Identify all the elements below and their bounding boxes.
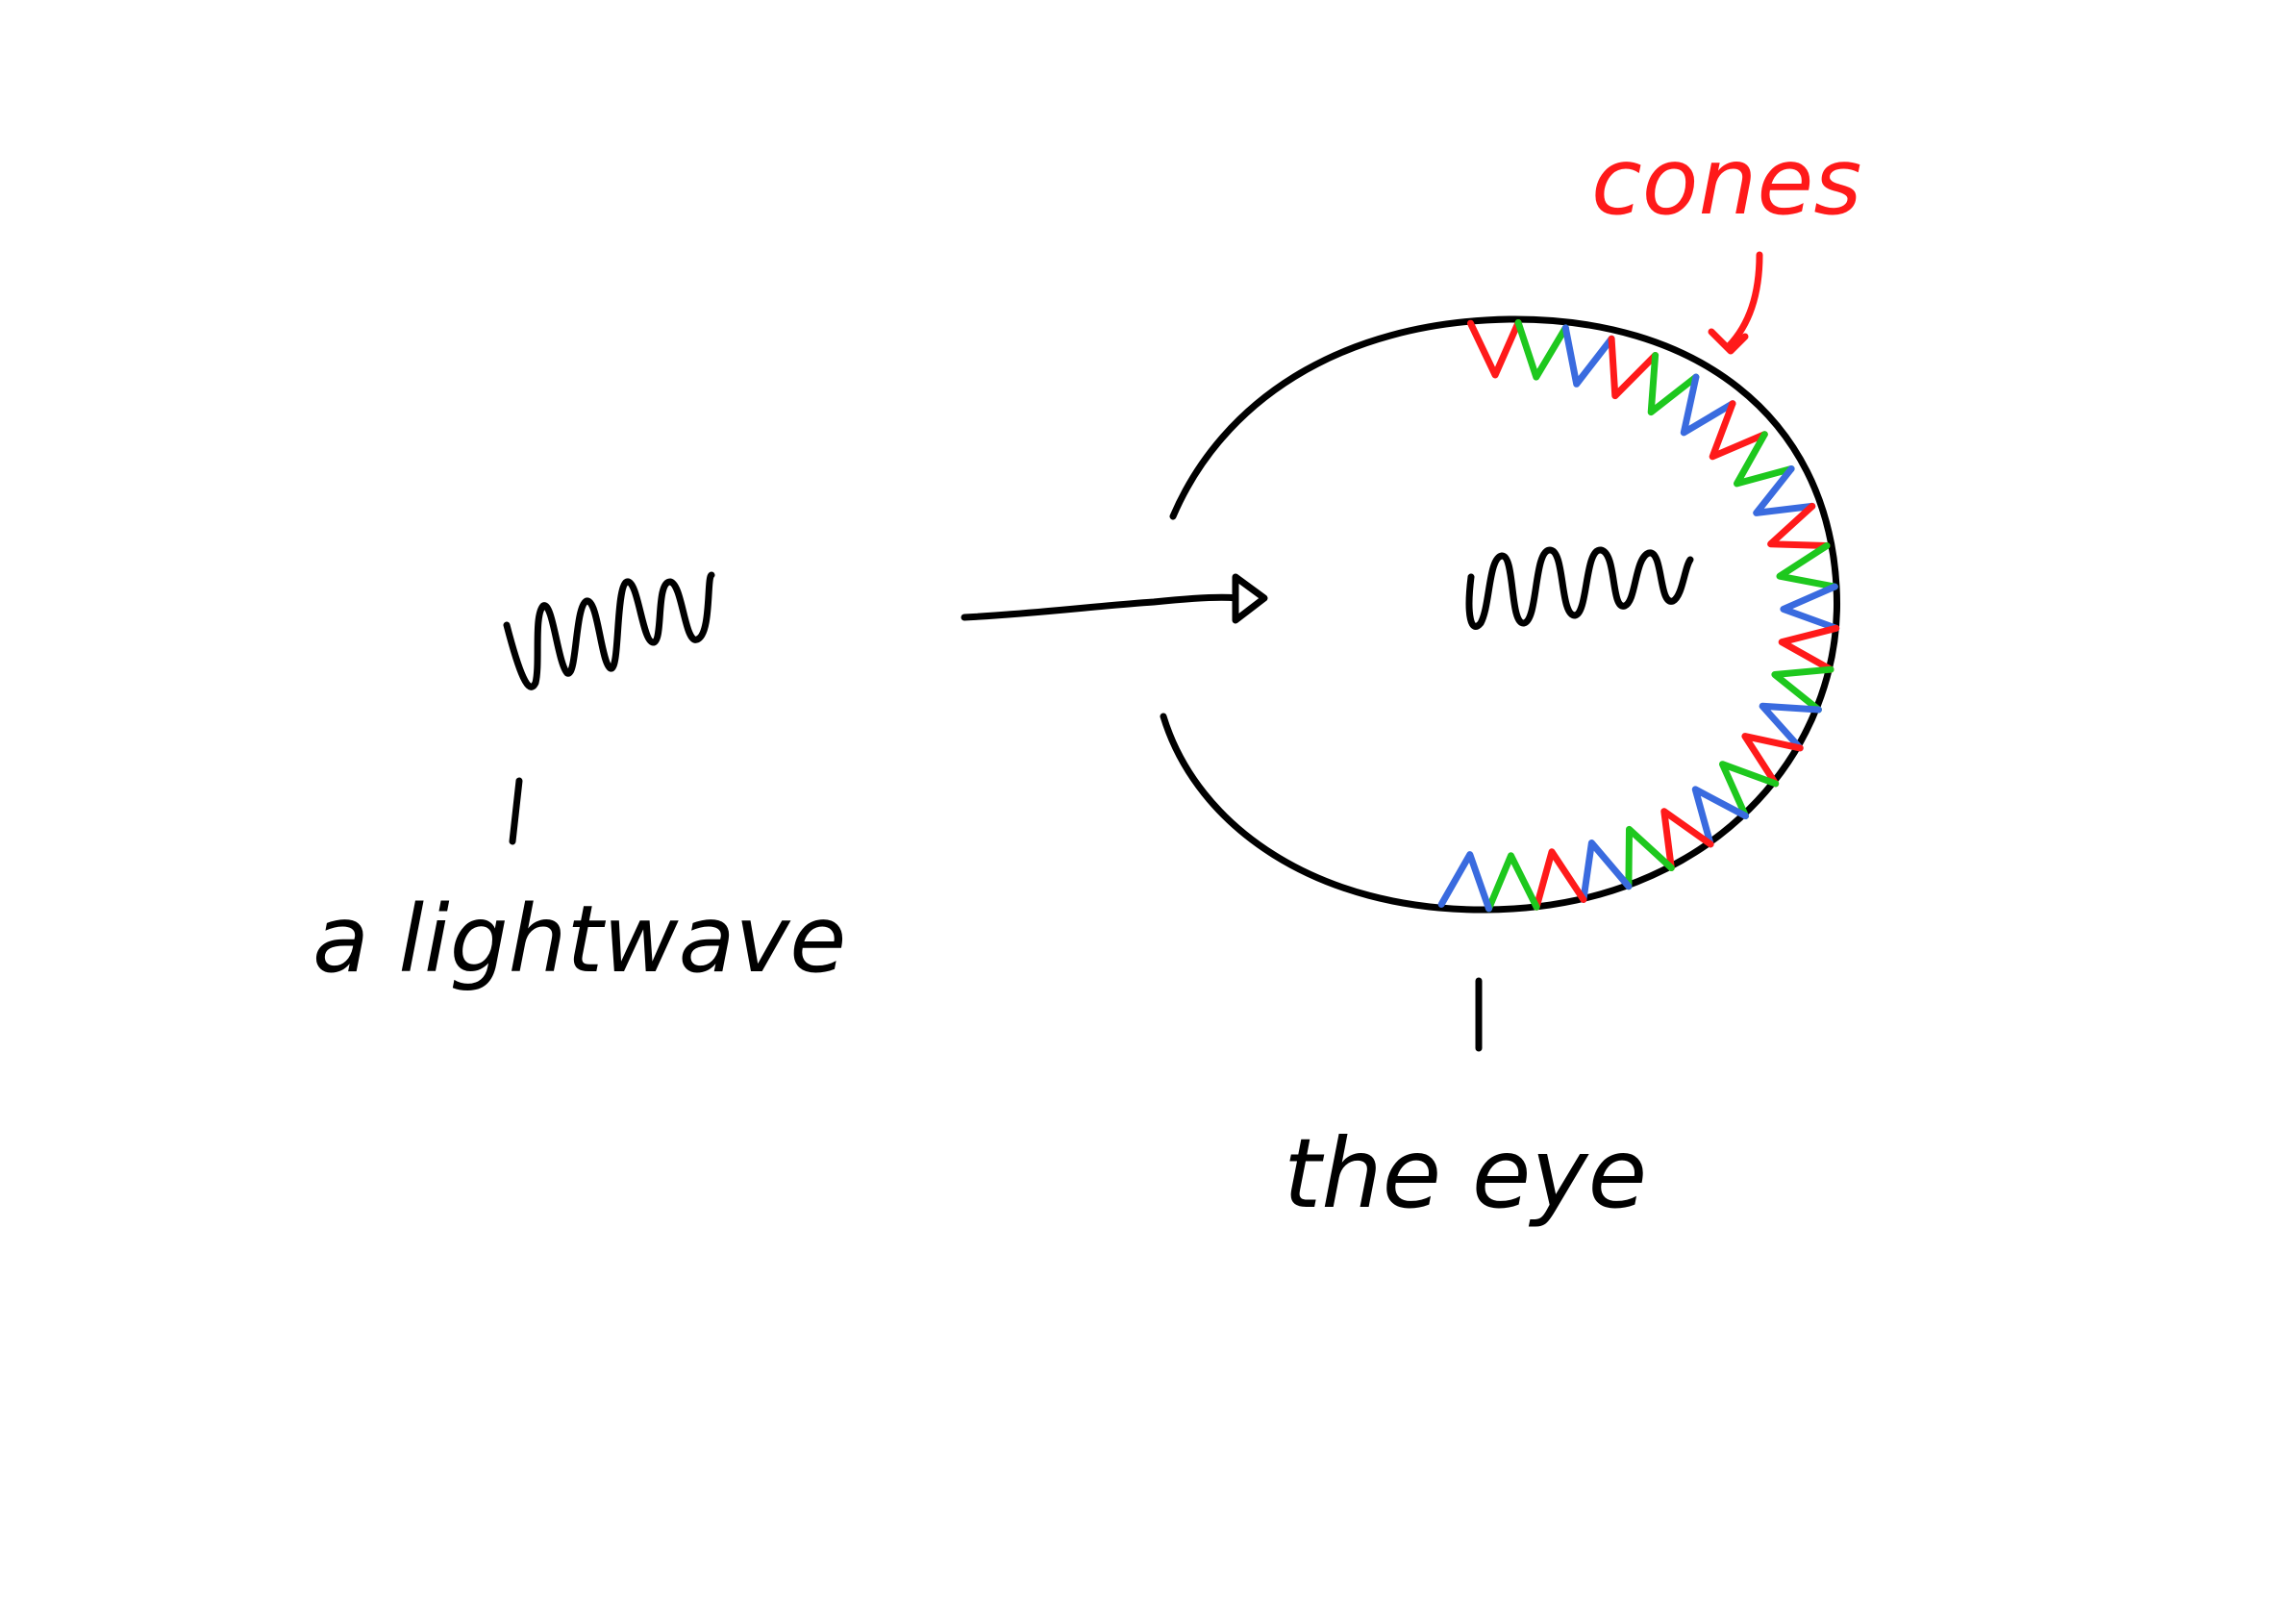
lightwave-label: a lightwave — [312, 886, 846, 993]
cone-green — [1734, 431, 1795, 488]
cone-red — [1778, 624, 1840, 673]
cone-red — [1709, 400, 1768, 461]
inner-lightwave-squiggle — [1465, 546, 1694, 630]
lightwave-squiggle — [503, 571, 715, 690]
cone-green — [1485, 852, 1540, 913]
cone-green — [1776, 542, 1838, 590]
cone-blue — [1780, 583, 1840, 632]
eye-outline — [1160, 315, 1840, 914]
cone-blue — [1753, 465, 1816, 516]
lightwave-leader-line — [509, 777, 523, 845]
cone-red — [1767, 502, 1831, 549]
light-arrow-head — [1232, 573, 1268, 624]
cone-blue — [1691, 786, 1749, 848]
cone-green — [1625, 825, 1675, 890]
cone-green — [1719, 761, 1780, 819]
cone-blue — [1680, 373, 1736, 437]
cone-red — [1741, 733, 1804, 788]
cone-green — [1771, 665, 1834, 714]
cone-blue — [1437, 851, 1492, 913]
cones-label: cones — [1591, 128, 1861, 236]
cone-red — [1608, 335, 1660, 400]
cones-pointer-arrow — [1708, 251, 1763, 355]
cone-red — [1533, 848, 1587, 911]
light-arrow-shaft — [961, 593, 1239, 621]
cone-blue — [1580, 840, 1633, 903]
cone-green — [1514, 319, 1569, 381]
cone-blue — [1759, 702, 1822, 752]
cone-red — [1467, 319, 1522, 379]
cone-blue — [1561, 324, 1615, 388]
eye-label: the eye — [1284, 1117, 1647, 1230]
cones-group — [1437, 319, 1840, 913]
cone-red — [1660, 808, 1714, 871]
cone-green — [1647, 352, 1700, 416]
